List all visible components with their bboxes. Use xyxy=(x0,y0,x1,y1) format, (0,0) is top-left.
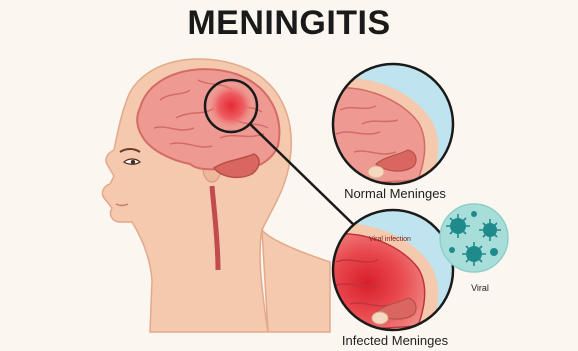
viral-infection-label: Viral infection xyxy=(368,236,412,244)
normal-meninges-label: Normal Meninges xyxy=(330,186,460,201)
page-title: MENINGITIS xyxy=(0,4,578,43)
shoulder xyxy=(262,230,330,332)
pupil xyxy=(131,160,135,164)
virus-inset xyxy=(440,204,508,272)
infected-meninges-inset xyxy=(320,210,453,336)
normal-meninges-inset xyxy=(320,64,453,190)
viral-label: Viral xyxy=(460,283,500,293)
infected-meninges-label: Infected Meninges xyxy=(325,333,465,348)
infection-spot xyxy=(209,84,253,128)
